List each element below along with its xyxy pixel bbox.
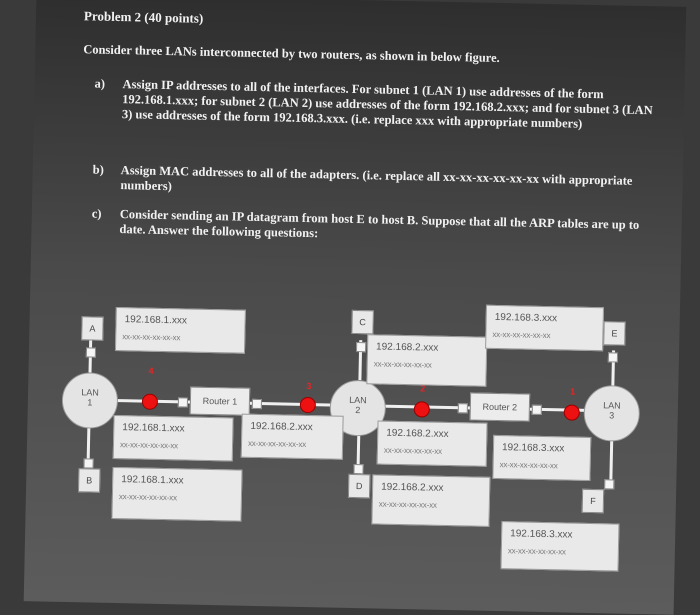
host-d: D [347, 473, 371, 499]
address-box-e: 192.168.3.xxx xx-xx-xx-xx-xx-xx [485, 304, 604, 352]
address-box-lan1-router1: 192.168.1.xxx xx-xx-xx-xx-xx-xx [112, 414, 234, 462]
ip-a: 192.168.1.xxx [124, 314, 187, 327]
mac-router1-lan2: xx-xx-xx-xx-xx-xx [247, 438, 307, 450]
ip-router2-lan3: 192.168.3.xxx [501, 442, 565, 455]
lan-2-number: 2 [355, 405, 361, 416]
adapter-b [83, 458, 94, 469]
address-box-router1-lan2: 192.168.2.xxx xx-xx-xx-xx-xx-xx [240, 413, 344, 460]
question-b: b) Assign MAC addresses to all of the ad… [92, 162, 663, 204]
question-c: c) Consider sending an IP datagram from … [91, 206, 662, 248]
address-box-router2-lan3: 192.168.3.xxx xx-xx-xx-xx-xx-xx [492, 434, 592, 481]
mac-e: xx-xx-xx-xx-xx-xx [492, 329, 551, 341]
question-a-label: a) [94, 76, 106, 91]
mac-d: xx-xx-xx-xx-xx-xx [378, 499, 437, 510]
adapter-a [85, 347, 97, 358]
ip-lan2-router2: 192.168.2.xxx [386, 427, 449, 440]
interface-3-number: 3 [306, 380, 312, 392]
question-c-text: Consider sending an IP datagram from hos… [119, 207, 640, 241]
address-box-b: 192.168.1.xxx xx-xx-xx-xx-xx-xx [111, 466, 243, 522]
router-1: Router 1 [189, 386, 251, 416]
question-a: a) Assign IP addresses to all of the int… [94, 76, 665, 133]
router-2-port-2 [457, 403, 468, 414]
mac-f: xx-xx-xx-xx-xx-xx [507, 546, 566, 557]
ip-f: 192.168.3.xxx [510, 528, 573, 541]
host-b: B [77, 468, 101, 493]
address-box-a: 192.168.1.xxx xx-xx-xx-xx-xx-xx [114, 306, 246, 354]
interface-1-number: 1 [570, 386, 576, 397]
interface-3-dot [299, 396, 317, 414]
address-box-c: 192.168.2.xxx xx-xx-xx-xx-xx-xx [366, 334, 488, 387]
link-lan3-f [609, 437, 614, 484]
mac-b: xx-xx-xx-xx-xx-xx [118, 492, 177, 503]
mac-a: xx-xx-xx-xx-xx-xx [122, 332, 181, 343]
lan-3: LAN 3 [583, 384, 641, 442]
router-2-port-1 [531, 404, 542, 415]
network-diagram: A B C D E F LAN 1 LAN 2 LAN 3 Router 1 R… [36, 0, 686, 572]
ip-b: 192.168.1.xxx [121, 474, 184, 487]
ip-e: 192.168.3.xxx [494, 311, 558, 325]
ip-c: 192.168.2.xxx [375, 341, 439, 354]
adapter-c [355, 342, 367, 353]
interface-1-dot [563, 404, 580, 421]
address-box-lan2-router2: 192.168.2.xxx xx-xx-xx-xx-xx-xx [376, 420, 488, 467]
adapter-f [604, 479, 615, 490]
mac-lan2-router2: xx-xx-xx-xx-xx-xx [383, 445, 442, 456]
router-1-port-4 [177, 397, 189, 408]
lan-1: LAN 1 [61, 371, 119, 430]
mac-c: xx-xx-xx-xx-xx-xx [373, 359, 432, 370]
question-b-text: Assign MAC addresses to all of the adapt… [120, 163, 633, 194]
paper-sheet: Problem 2 (40 points) Consider three LAN… [23, 0, 687, 615]
ip-lan1-router1: 192.168.1.xxx [122, 422, 185, 435]
problem-title: Problem 2 (40 points) [83, 8, 204, 26]
mac-router2-lan3: xx-xx-xx-xx-xx-xx [499, 460, 558, 471]
ip-router1-lan2: 192.168.2.xxx [250, 420, 313, 434]
address-box-f: 192.168.3.xxx xx-xx-xx-xx-xx-xx [500, 521, 620, 572]
interface-2-dot [413, 401, 430, 418]
router-1-port-3 [251, 398, 262, 410]
question-b-label: b) [92, 162, 105, 177]
problem-intro: Consider three LANs interconnected by tw… [83, 42, 500, 65]
router-2: Router 2 [469, 392, 531, 422]
host-a: A [81, 316, 104, 341]
question-c-label: c) [91, 206, 102, 221]
address-box-d: 192.168.2.xxx xx-xx-xx-xx-xx-xx [371, 474, 491, 527]
lan-1-number: 1 [87, 397, 93, 408]
adapter-e [607, 352, 619, 363]
host-f: F [581, 488, 605, 514]
lan-3-number: 3 [609, 410, 615, 421]
question-a-text: Assign IP addresses to all of the interf… [121, 77, 653, 131]
adapter-d [353, 464, 364, 475]
host-e: E [603, 321, 626, 346]
ip-d: 192.168.2.xxx [381, 481, 444, 494]
mac-lan1-router1: xx-xx-xx-xx-xx-xx [119, 440, 179, 451]
interface-4-dot [141, 393, 159, 410]
interface-4-number: 4 [148, 365, 154, 376]
host-c: C [351, 309, 374, 335]
